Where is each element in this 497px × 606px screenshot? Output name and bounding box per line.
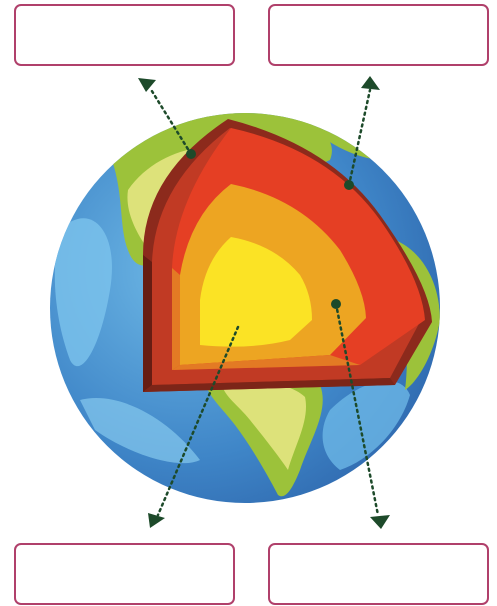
label-box-mantle[interactable] bbox=[268, 4, 489, 66]
arrowhead-icon bbox=[148, 513, 165, 528]
pointer-dot bbox=[331, 299, 341, 309]
arrowhead-icon bbox=[370, 515, 390, 529]
earth-cutaway bbox=[143, 119, 432, 392]
pointer-dot bbox=[186, 149, 196, 159]
pointer-inner-core bbox=[148, 325, 240, 528]
label-box-inner-core[interactable] bbox=[14, 543, 235, 605]
pointer-mantle bbox=[344, 76, 380, 190]
label-box-crust[interactable] bbox=[14, 4, 235, 66]
label-box-outer-core[interactable] bbox=[268, 543, 489, 605]
pointer-dot bbox=[344, 180, 354, 190]
inner-core-layer bbox=[200, 237, 312, 347]
pointer-crust bbox=[138, 78, 196, 159]
pointer-outer-core bbox=[331, 299, 390, 529]
arrowhead-icon bbox=[361, 76, 380, 90]
arrowhead-icon bbox=[138, 78, 156, 92]
